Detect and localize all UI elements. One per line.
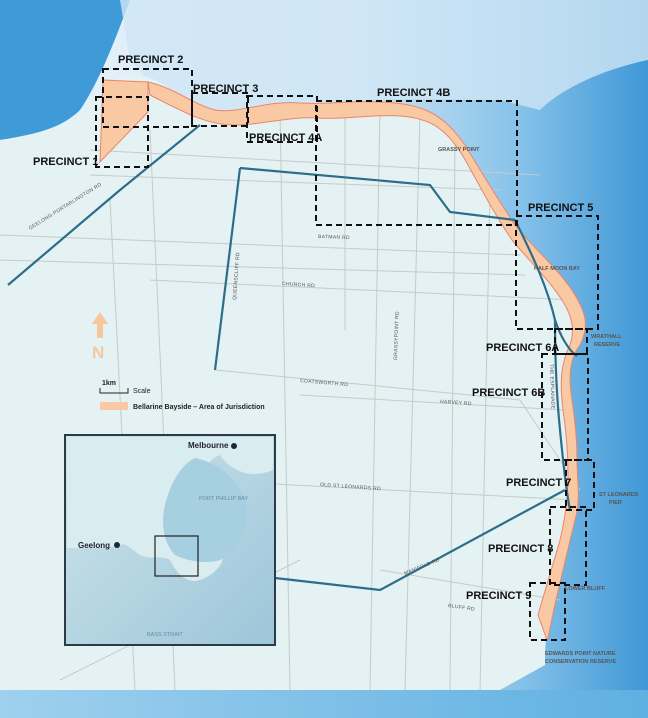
port-phillip-bay-label: PORT PHILLIP BAY bbox=[199, 496, 248, 502]
jurisdiction-area bbox=[99, 79, 586, 641]
precinct-1-box bbox=[95, 96, 149, 168]
coatsworth-road-label: COATSWORTH RD bbox=[300, 378, 349, 388]
precinct-9-label: PRECINCT 9 bbox=[466, 590, 531, 602]
precinct-6a-label: PRECINCT 6A bbox=[486, 342, 559, 354]
place-labels: GRASSY POINT HALF MOON BAY WRATHALL RESE… bbox=[438, 147, 639, 665]
precinct-7-box bbox=[565, 459, 595, 511]
st-leonards-pier-label-1: ST LEONARDS bbox=[599, 492, 639, 498]
inset-focus-box bbox=[154, 535, 199, 577]
jurisdiction-swatch bbox=[100, 402, 128, 410]
precinct-8-label: PRECINCT 8 bbox=[488, 543, 553, 555]
wrathall-reserve-label-2: RESERVE bbox=[594, 342, 621, 348]
geelong-label: Geelong bbox=[78, 541, 110, 550]
precinct-7-label: PRECINCT 7 bbox=[506, 477, 571, 489]
north-arrow-icon bbox=[92, 312, 108, 338]
melbourne-marker bbox=[231, 443, 237, 449]
scale-label: Scale bbox=[133, 388, 151, 395]
the-esplanade-label: THE ESPLANADE bbox=[548, 364, 556, 410]
boundary-lines bbox=[7, 124, 578, 592]
precinct-2-box bbox=[102, 68, 193, 128]
corio-bay-water bbox=[0, 0, 130, 140]
harvey-road-label: HARVEY RD bbox=[440, 399, 472, 407]
precinct-labels: PRECINCT 1 PRECINCT 2 PRECINCT 3 PRECINC… bbox=[33, 54, 593, 602]
st-leonards-pier-label-2: PIER bbox=[609, 500, 622, 506]
precinct-5-label: PRECINCT 5 bbox=[528, 202, 593, 214]
inset-map: Melbourne Geelong PORT PHILLIP BAY BASS … bbox=[64, 434, 276, 646]
north-arrow-label: N bbox=[92, 343, 104, 362]
old-st-leonards-road-label: OLD ST LEONARDS RD bbox=[320, 482, 381, 492]
precinct-9-box bbox=[529, 582, 566, 641]
edwards-point-label-2: CONSERVATION RESERVE bbox=[545, 659, 616, 665]
lower-bluff-label: LOWER BLUFF bbox=[565, 586, 606, 592]
geelong-marker bbox=[114, 542, 120, 548]
legend: 1km Scale Bellarine Bayside – Area of Ju… bbox=[99, 380, 265, 411]
edwards-point-label-1: EDWARDS POINT NATURE bbox=[545, 651, 616, 657]
batman-road-label: BATMAN RD bbox=[318, 234, 350, 241]
precinct-4b-label: PRECINCT 4B bbox=[377, 87, 450, 99]
precinct-3-box bbox=[191, 92, 249, 127]
precinct-8-box bbox=[549, 506, 587, 586]
precinct-4a-label: PRECINCT 4A bbox=[249, 132, 322, 144]
grassy-point-road-label: GRASSYPOINT RD bbox=[393, 311, 401, 360]
bottom-band bbox=[0, 690, 648, 718]
north-arrow: N bbox=[92, 312, 108, 362]
precinct-1-label: PRECINCT 1 bbox=[33, 156, 98, 168]
precinct-4b-box bbox=[315, 100, 518, 226]
wrathall-reserve-label-1: WRATHALL bbox=[591, 334, 622, 340]
queenscliff-road-label: QUEENSCLIFF RD bbox=[232, 252, 241, 300]
bass-strait-label: BASS STRAIT bbox=[147, 632, 183, 638]
top-water bbox=[120, 0, 648, 112]
precinct-boxes bbox=[95, 68, 599, 641]
precinct-2-label: PRECINCT 2 bbox=[118, 54, 183, 66]
precinct-6a-box bbox=[554, 328, 588, 355]
scale-bar bbox=[99, 388, 129, 394]
grassy-point-label: GRASSY POINT bbox=[438, 147, 480, 153]
melbourne-label: Melbourne bbox=[188, 441, 229, 450]
scale-unit-label: 1km bbox=[102, 380, 116, 387]
half-moon-bay-label: HALF MOON BAY bbox=[534, 266, 580, 272]
church-road-label: CHURCH RD bbox=[282, 281, 315, 289]
bluff-road-label: BLUFF RD bbox=[448, 603, 476, 613]
jurisdiction-legend-label: Bellarine Bayside – Area of Jurisdiction bbox=[133, 404, 265, 411]
precinct-3-label: PRECINCT 3 bbox=[193, 83, 258, 95]
precinct-6b-label: PRECINCT 6B bbox=[472, 387, 545, 399]
